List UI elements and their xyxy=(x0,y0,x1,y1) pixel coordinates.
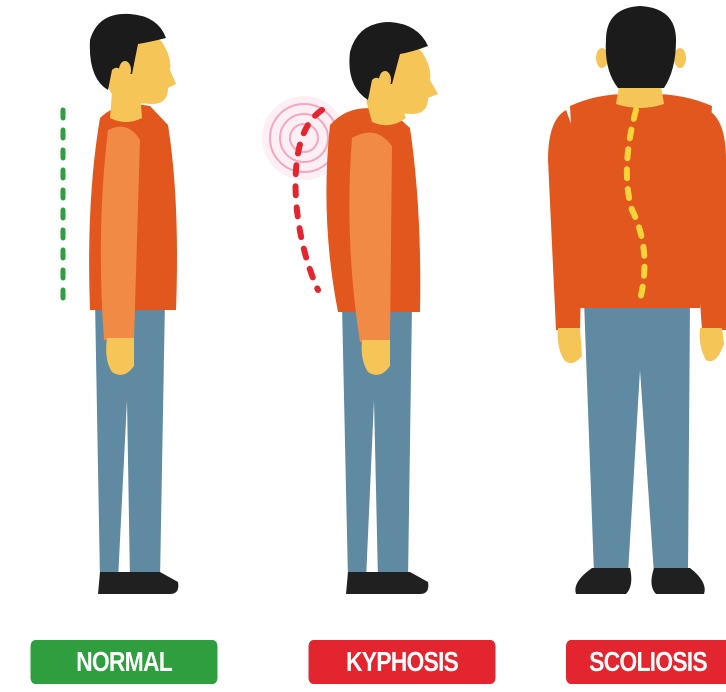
scoliosis-hair xyxy=(606,6,676,88)
scoliosis-label-text: SCOLIOSIS xyxy=(589,646,707,678)
scoliosis-left-hand xyxy=(558,328,582,363)
normal-figure xyxy=(63,14,178,594)
kyphosis-sleeve xyxy=(349,133,392,342)
kyphosis-label: KYPHOSIS xyxy=(309,640,496,684)
scoliosis-right-ear xyxy=(674,48,686,68)
scoliosis-right-hand xyxy=(700,328,724,361)
scoliosis-left-shoe xyxy=(575,568,631,594)
normal-sleeve xyxy=(101,127,140,340)
kyphosis-figure xyxy=(262,22,438,594)
normal-label-text: NORMAL xyxy=(76,646,172,678)
kyphosis-ear xyxy=(379,71,391,89)
scoliosis-label: SCOLIOSIS xyxy=(566,640,726,684)
kyphosis-label-text: KYPHOSIS xyxy=(346,646,458,678)
kyphosis-shoes xyxy=(346,572,428,594)
scoliosis-right-shoe xyxy=(651,568,704,594)
normal-ear xyxy=(119,61,131,79)
normal-label: NORMAL xyxy=(31,640,218,684)
scoliosis-figure xyxy=(548,6,726,594)
scoliosis-pants xyxy=(584,300,690,574)
normal-shoes xyxy=(98,572,178,594)
